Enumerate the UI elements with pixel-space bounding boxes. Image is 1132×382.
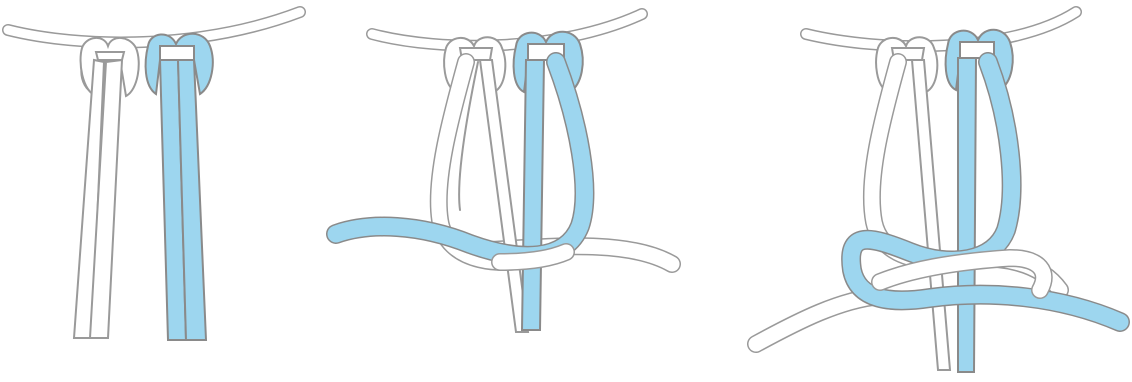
white-cord [72, 37, 140, 339]
holding-cord [2, 6, 306, 49]
blue-cord [841, 28, 1130, 373]
step-2-illustration [326, 8, 681, 333]
blue-cord [144, 32, 214, 341]
blue-cord [326, 30, 595, 331]
step-3-illustration [747, 6, 1130, 373]
holding-cord [366, 8, 648, 52]
step-1-illustration [2, 6, 306, 341]
holding-cord [800, 6, 1082, 53]
